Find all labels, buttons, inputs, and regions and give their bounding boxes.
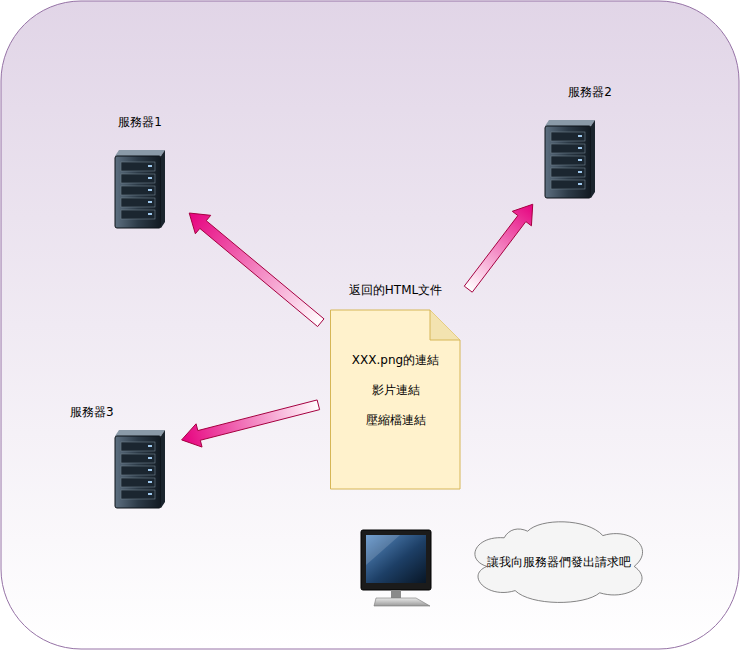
link-item: 影片連結 bbox=[372, 382, 420, 398]
block-arrow bbox=[464, 204, 532, 292]
server-label: 服務器2 bbox=[568, 84, 612, 100]
block-arrow bbox=[182, 400, 320, 447]
link-item: 壓縮檔連結 bbox=[366, 412, 426, 428]
server-node: 服務器1 bbox=[100, 112, 180, 232]
server-icon bbox=[540, 82, 620, 202]
server-node: 服務器2 bbox=[540, 82, 620, 202]
document-node: 返回的HTML文件 XXX.png的連結影片連結壓縮檔連結 bbox=[330, 280, 461, 490]
server-icon bbox=[100, 112, 180, 232]
thought-text: 讓我向服務器們發出請求吧 bbox=[487, 554, 631, 570]
server-node: 服務器3 bbox=[60, 402, 170, 512]
block-arrow bbox=[189, 213, 324, 327]
document-title: 返回的HTML文件 bbox=[349, 282, 442, 298]
link-item: XXX.png的連結 bbox=[352, 352, 439, 368]
thought-cloud: 讓我向服務器們發出請求吧 bbox=[465, 518, 653, 606]
monitor-icon bbox=[361, 530, 431, 606]
server-label: 服務器1 bbox=[118, 114, 162, 130]
server-label: 服務器3 bbox=[70, 404, 114, 420]
